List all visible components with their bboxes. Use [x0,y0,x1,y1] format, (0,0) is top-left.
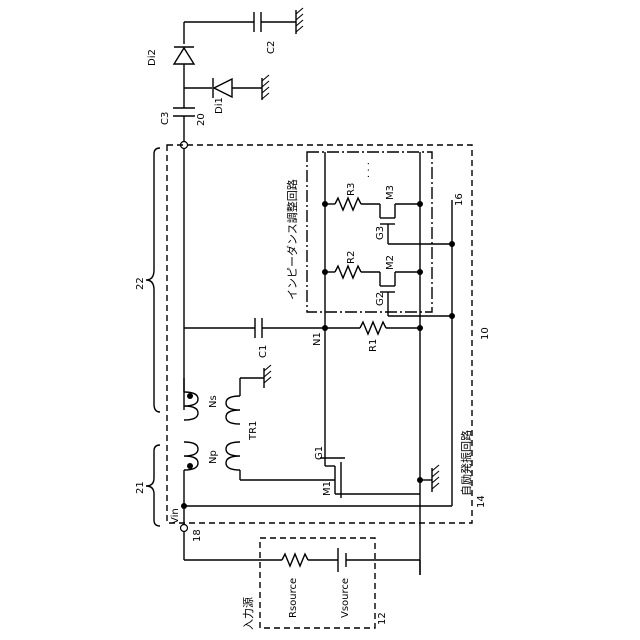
label-12: 12 [377,612,388,625]
label-r3: R3 [346,183,357,196]
label-18: 18 [192,529,203,542]
label-g2: G2 [375,292,386,306]
label-r2: R2 [346,251,357,264]
output-section [173,8,303,149]
diode-di2-symbol [174,48,194,64]
label-r1: R1 [368,339,379,352]
ellipsis-label: · · · [364,162,375,178]
label-di1: Di1 [214,97,225,114]
brace-21 [146,445,160,526]
label-20: 20 [196,113,207,126]
label-c1: C1 [258,345,269,358]
diode-di1-symbol [214,79,232,97]
label-g3: G3 [375,226,386,240]
label-input-source: 入力源 [241,597,255,630]
resistor-r3 [335,198,361,210]
label-22: 22 [135,277,146,290]
label-ns: Ns [208,395,219,408]
resistor-r1 [360,322,386,334]
input-source-box [260,538,375,628]
label-m3: M3 [385,185,396,200]
label-di2: Di2 [147,49,158,66]
resistor-rsource [282,554,308,566]
label-np: Np [208,450,219,464]
label-vsource: Vsource [340,578,351,618]
label-self-oscillation: 自励発振回路 [459,430,473,496]
label-21: 21 [135,481,146,494]
label-c2: C2 [266,41,277,54]
label-n1: N1 [312,332,323,346]
label-vin: Vin [170,508,181,524]
label-c3: C3 [160,112,171,125]
terminal-18 [181,525,188,532]
label-g1: G1 [314,446,325,460]
label-16: 16 [454,193,465,206]
resistor-r2 [335,266,361,278]
brace-22 [146,148,160,412]
transformer-ns-right-coil [226,396,240,424]
label-m2: M2 [385,255,396,270]
label-rsource: Rsource [288,578,299,618]
label-14: 14 [476,495,487,508]
label-m1: M1 [322,481,333,496]
label-tr1: TR1 [248,421,259,441]
label-impedance-circuit: インピーダンス調整回路 [285,179,299,300]
np-polarity-dot [187,463,193,469]
transformer-np-right-coil [226,442,240,470]
label-10: 10 [480,327,491,340]
ns-polarity-dot [187,393,193,399]
